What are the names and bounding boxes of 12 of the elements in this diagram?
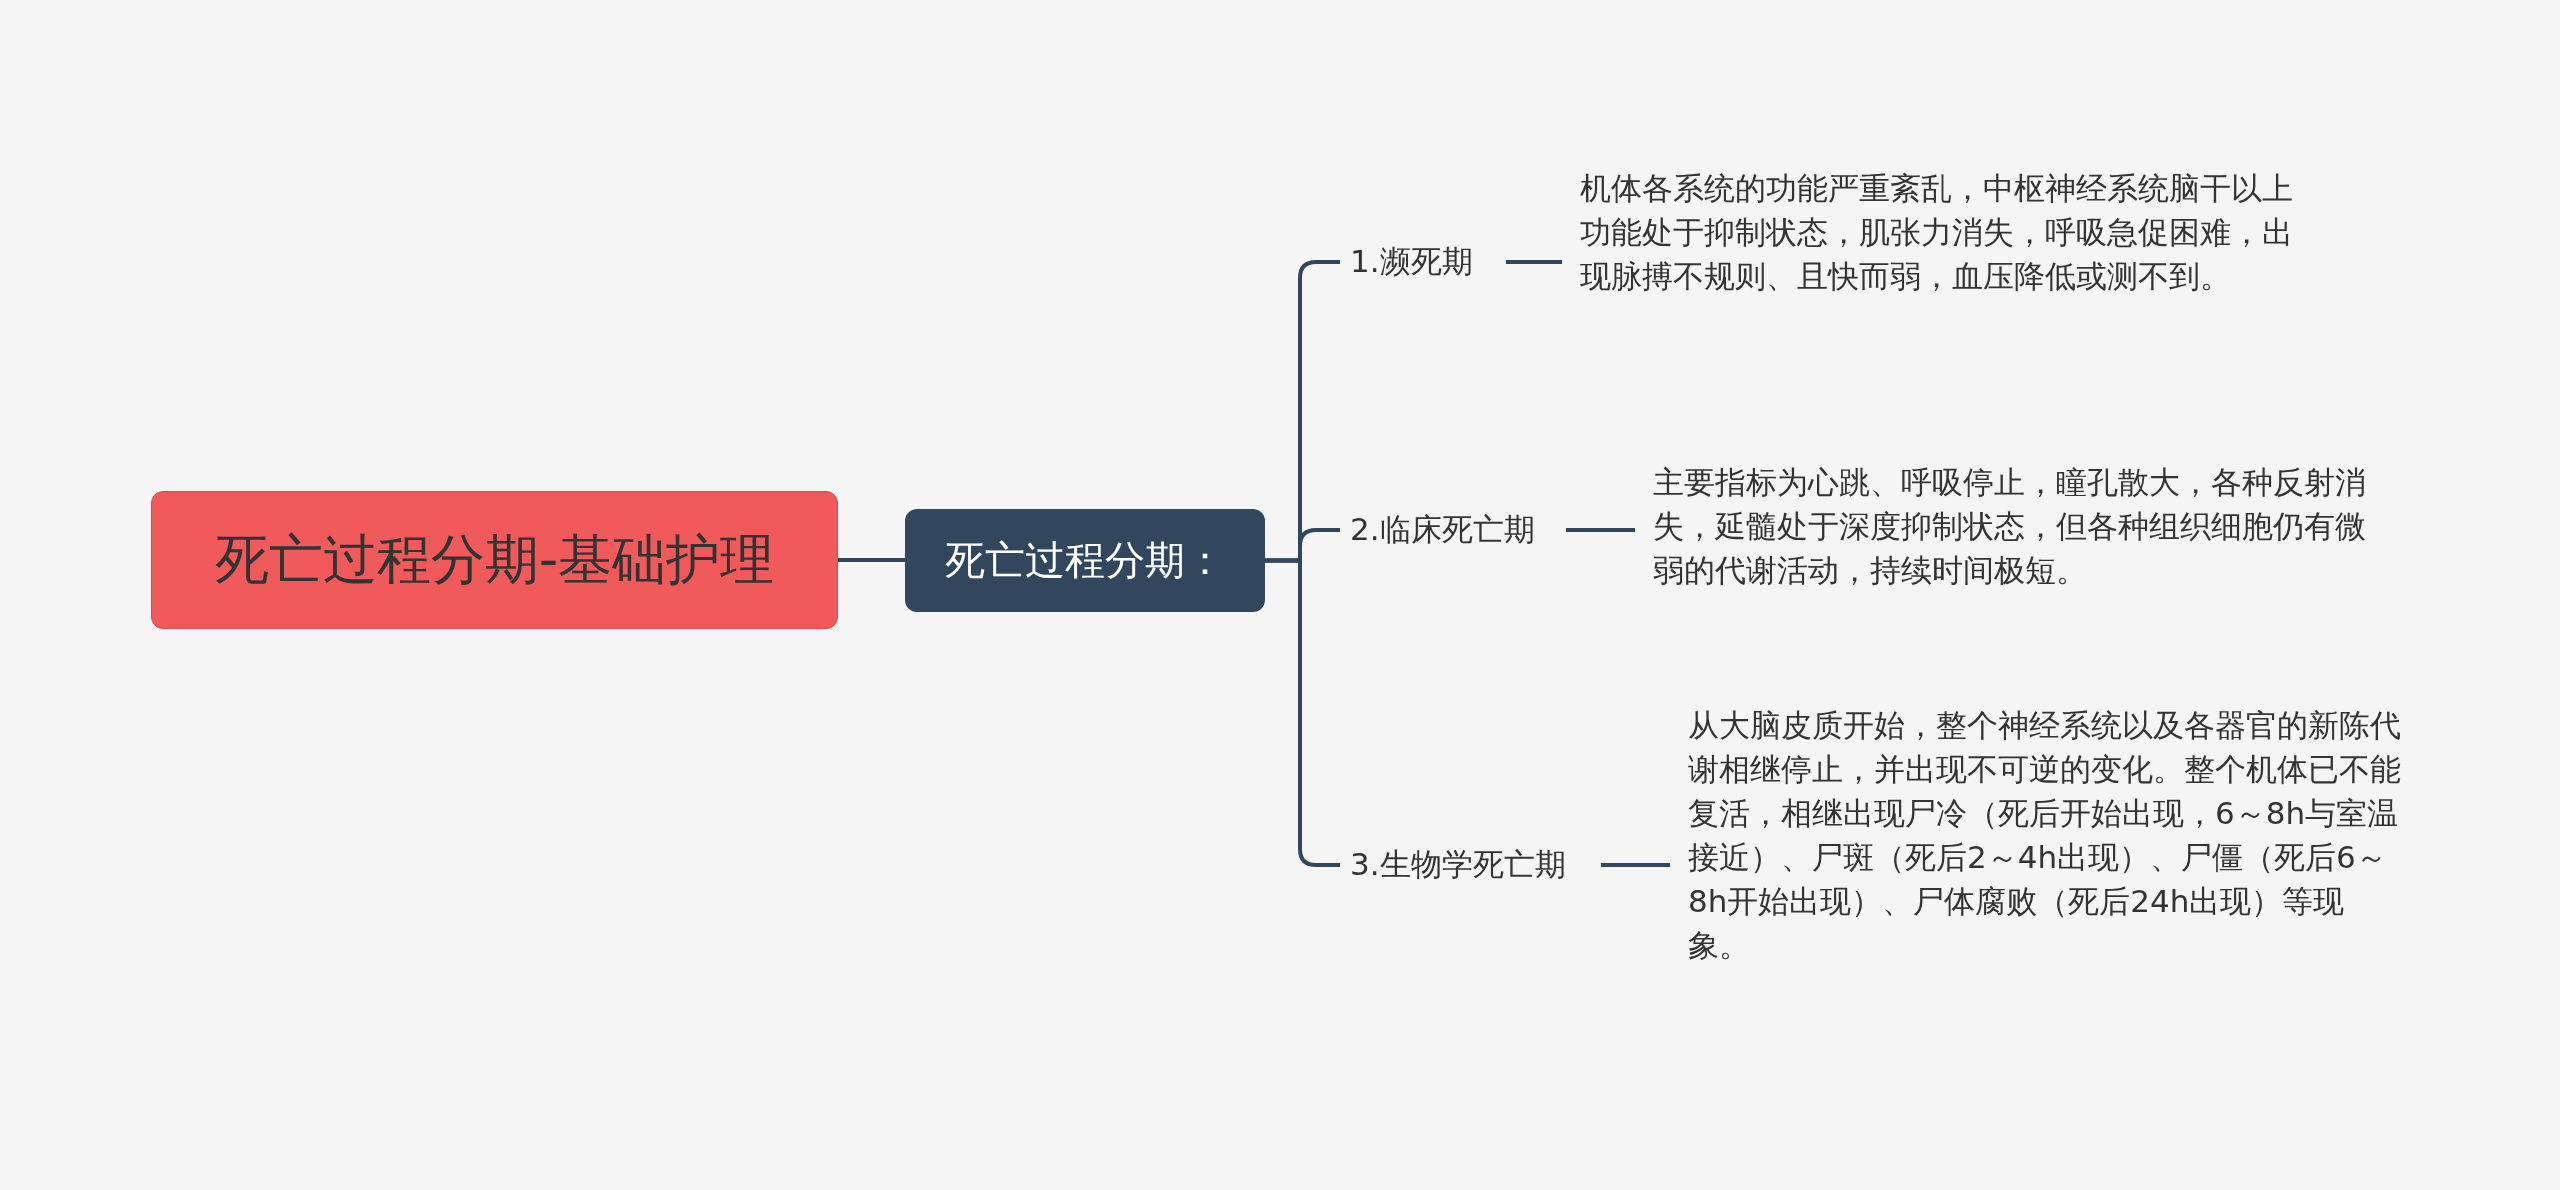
subtopic-label: 2.临床死亡期 bbox=[1350, 504, 1560, 556]
connector-line bbox=[1506, 260, 1562, 264]
main-topic-box: 死亡过程分期： bbox=[905, 509, 1265, 612]
connector-line bbox=[1566, 528, 1635, 532]
description-text: 从大脑皮质开始，整个神经系统以及各器官的新陈代谢相继停止，并出现不可逆的变化。整个机体已不能复活，相继出现尸冷（死后开始出现，6～8h与室温接近）、尸斑（死后2～4h出现）、尸僵（死后6～8h开始出现）、尸体腐败（死后24h出现）等现象。 bbox=[1688, 703, 2403, 1023]
subtopic-label: 3.生物学死亡期 bbox=[1350, 839, 1595, 891]
connector-line bbox=[1601, 863, 1670, 867]
root-topic-box: 死亡过程分期-基础护理 bbox=[151, 491, 838, 629]
connector-line bbox=[838, 558, 905, 562]
description-text: 主要指标为心跳、呼吸停止，瞳孔散大，各种反射消失，延髓处于深度抑制状态，但各种组织细胞仍有微弱的代谢活动，持续时间极短。 bbox=[1653, 460, 2368, 600]
description-text: 机体各系统的功能严重紊乱，中枢神经系统脑干以上功能处于抑制状态，肌张力消失，呼吸急促困难，出现脉搏不规则、且快而弱，血压降低或测不到。 bbox=[1580, 166, 2300, 350]
subtopic-label: 1.濒死期 bbox=[1350, 236, 1500, 288]
